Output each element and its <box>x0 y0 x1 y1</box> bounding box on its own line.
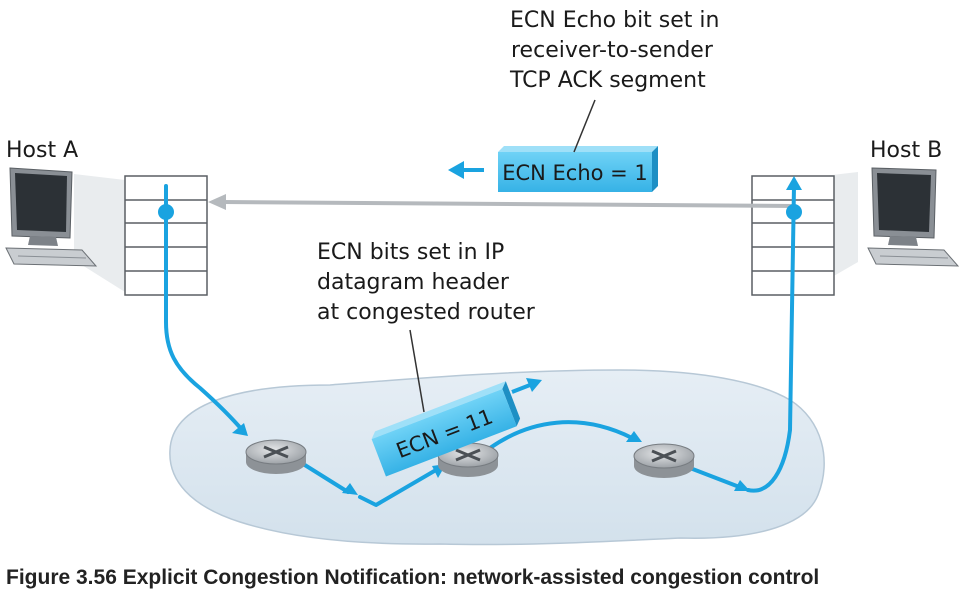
router-icon <box>245 439 307 474</box>
forward-data-path <box>164 184 796 507</box>
host-a-label: Host A <box>6 138 79 163</box>
host-b-transport-dot <box>786 204 802 220</box>
ecn-annotation-line-2: datagram header <box>317 270 509 295</box>
ecn-echo-packet-label: ECN Echo = 1 <box>502 161 648 185</box>
flow-arrowhead <box>232 423 248 436</box>
flow-arrowhead <box>626 431 642 442</box>
ecn-annotation-line-3: at congested router <box>317 300 535 325</box>
flow-arrowhead <box>734 480 750 491</box>
host-a-transport-dot <box>158 204 174 220</box>
ecn-packet-direction-arrow <box>511 378 542 394</box>
router-icon <box>633 443 695 478</box>
ecn-echo-packet: ECN Echo = 1 <box>498 146 658 192</box>
host-b-label: Host B <box>870 138 943 163</box>
flow-arrowhead <box>342 483 358 495</box>
flow-arrowhead <box>786 176 802 190</box>
ecn-echo-direction-arrow <box>448 161 484 179</box>
return-ack-path <box>208 194 796 210</box>
echo-annotation-line-3: TCP ACK segment <box>510 68 706 93</box>
host-a-computer-icon <box>5 167 125 292</box>
echo-annotation-leader <box>573 99 596 153</box>
figure-caption: Figure 3.56 Explicit Congestion Notifica… <box>6 566 820 589</box>
router-icon <box>437 442 499 477</box>
echo-annotation-line-2: receiver-to-sender <box>511 38 713 63</box>
echo-annotation-line-1: ECN Echo bit set in <box>510 8 720 33</box>
ecn-annotation-leader <box>409 329 425 413</box>
ecn-annotation-line-1: ECN bits set in IP <box>317 240 505 265</box>
